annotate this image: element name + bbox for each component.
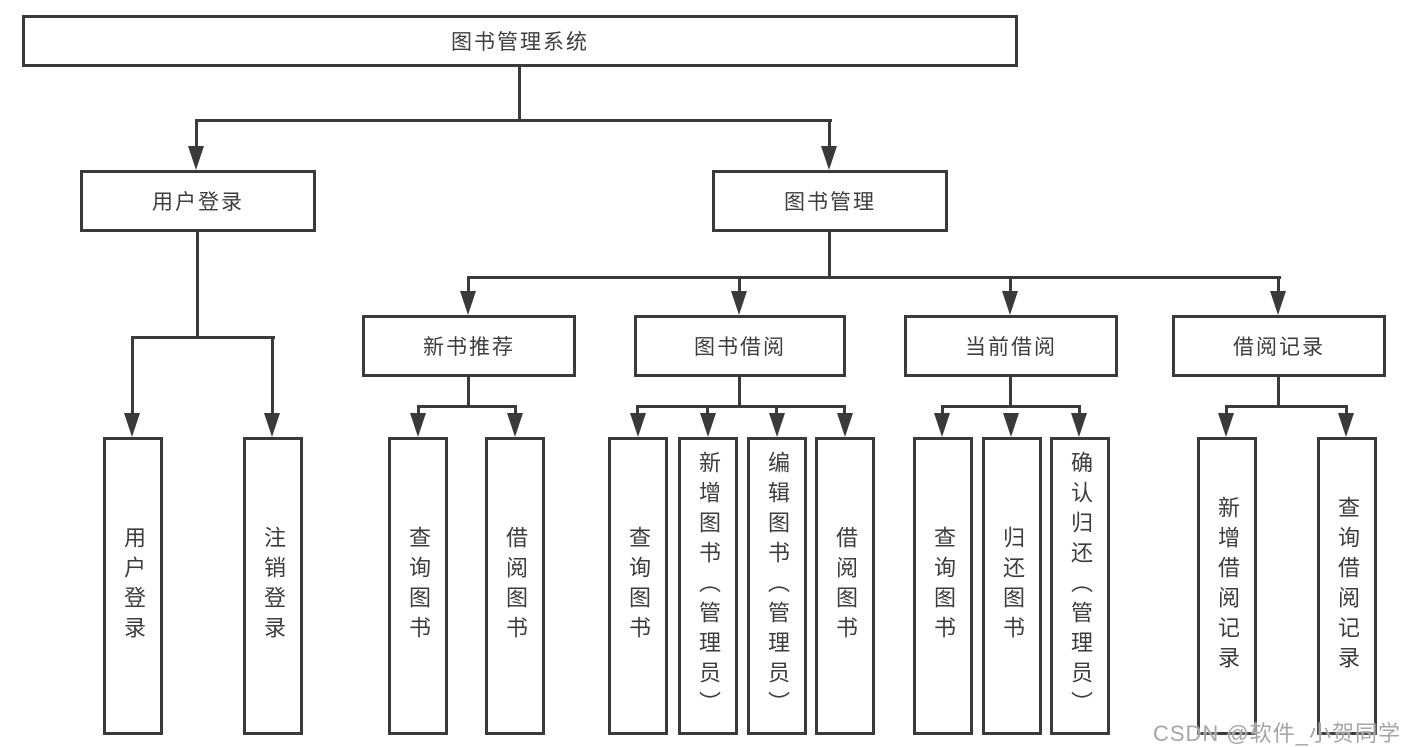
arrow-down-icon xyxy=(1270,291,1286,315)
arrow-down-icon xyxy=(837,413,853,437)
connector-line-vertical xyxy=(828,119,831,148)
node-book-management: 图书管理 xyxy=(712,170,948,232)
arrow-down-icon xyxy=(188,146,204,170)
node-user-login: 用户登录 xyxy=(80,170,316,232)
arrow-down-icon xyxy=(460,291,476,315)
arrow-down-icon xyxy=(630,413,646,437)
leaf-query-books-1: 查询图书 xyxy=(388,437,448,735)
arrow-down-icon xyxy=(769,413,785,437)
connector-line-horizontal xyxy=(195,119,832,122)
leaf-return-book: 归还图书 xyxy=(982,437,1042,735)
connector-line-vertical xyxy=(775,405,778,415)
leaf-logout: 注销登录 xyxy=(243,437,303,735)
leaf-query-books-2: 查询图书 xyxy=(608,437,668,735)
arrow-down-icon xyxy=(124,413,140,437)
node-book-borrow: 图书借阅 xyxy=(634,315,846,377)
arrow-down-icon xyxy=(507,413,523,437)
arrow-down-icon xyxy=(1003,413,1019,437)
connector-line-vertical xyxy=(1277,276,1280,293)
connector-line-vertical xyxy=(636,405,639,415)
connector-line-vertical xyxy=(467,377,470,408)
connector-line-vertical xyxy=(1345,405,1348,415)
connector-line-vertical xyxy=(1277,377,1280,408)
connector-line-vertical xyxy=(196,232,199,338)
leaf-confirm-return-admin: 确认归还（管理员） xyxy=(1050,437,1110,735)
leaf-add-book-admin: 新增图书（管理员） xyxy=(678,437,738,735)
arrow-down-icon xyxy=(264,413,280,437)
arrow-down-icon xyxy=(731,291,747,315)
arrow-down-icon xyxy=(1218,413,1234,437)
arrow-down-icon xyxy=(934,413,950,437)
leaf-borrow-books-2: 借阅图书 xyxy=(815,437,875,735)
connector-line-vertical xyxy=(417,405,420,415)
arrow-down-icon xyxy=(410,413,426,437)
connector-line-vertical xyxy=(271,336,274,414)
leaf-add-borrow-record: 新增借阅记录 xyxy=(1197,437,1257,735)
connector-line-vertical xyxy=(1009,377,1012,408)
arrow-down-icon xyxy=(821,146,837,170)
connector-line-vertical xyxy=(518,67,521,121)
connector-line-vertical xyxy=(1225,405,1228,415)
csdn-watermark: CSDN @软件_小贺同学 xyxy=(1152,721,1401,746)
node-new-book-recommend: 新书推荐 xyxy=(362,315,576,377)
connector-line-vertical xyxy=(843,405,846,415)
connector-line-vertical xyxy=(467,276,470,293)
connector-line-vertical xyxy=(738,276,741,293)
node-borrow-records: 借阅记录 xyxy=(1172,315,1386,377)
connector-line-horizontal xyxy=(1225,405,1348,408)
connector-line-horizontal xyxy=(131,336,275,339)
leaf-query-books-3: 查询图书 xyxy=(913,437,973,735)
node-root: 图书管理系统 xyxy=(22,15,1018,67)
arrow-down-icon xyxy=(1002,291,1018,315)
connector-line-horizontal xyxy=(467,276,1281,279)
leaf-edit-book-admin: 编辑图书（管理员） xyxy=(747,437,807,735)
connector-line-vertical xyxy=(195,119,198,148)
connector-line-vertical xyxy=(1009,276,1012,293)
connector-line-vertical xyxy=(706,405,709,415)
connector-line-vertical xyxy=(941,405,944,415)
connector-line-vertical xyxy=(828,232,831,278)
connector-line-vertical xyxy=(1078,405,1081,415)
connector-line-horizontal xyxy=(636,405,846,408)
leaf-user-login: 用户登录 xyxy=(103,437,163,735)
arrow-down-icon xyxy=(1338,413,1354,437)
connector-line-vertical xyxy=(131,336,134,414)
connector-line-horizontal xyxy=(417,405,517,408)
connector-line-horizontal xyxy=(941,405,1081,408)
arrow-down-icon xyxy=(1071,413,1087,437)
leaf-query-borrow-record: 查询借阅记录 xyxy=(1317,437,1377,735)
leaf-borrow-books-1: 借阅图书 xyxy=(485,437,545,735)
node-current-borrow: 当前借阅 xyxy=(904,315,1118,377)
arrow-down-icon xyxy=(700,413,716,437)
connector-line-vertical xyxy=(514,405,517,415)
connector-line-vertical xyxy=(738,377,741,408)
